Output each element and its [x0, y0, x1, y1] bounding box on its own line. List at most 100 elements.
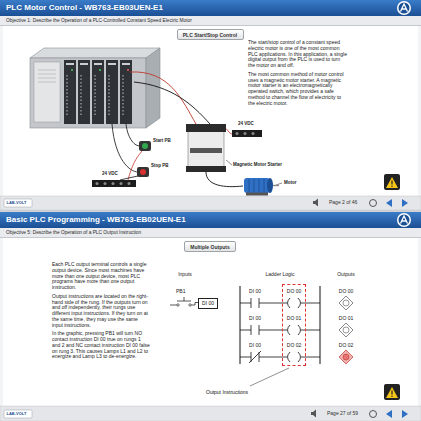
wiring — [130, 72, 196, 124]
push-buttons — [139, 141, 151, 151]
box-text: Objective 1: Describe the Operation of a… — [0, 16, 421, 25]
logo-badge — [401, 216, 408, 224]
caution-icon — [391, 391, 392, 395]
plc-unit — [146, 48, 160, 128]
plc-unit — [67, 75, 123, 115]
electric-motor — [267, 178, 273, 193]
body-text: Output instructions are located on the r… — [52, 294, 150, 329]
panel-grounds — [0, 212, 421, 421]
footer-bar — [313, 199, 318, 207]
motor-starter — [186, 124, 226, 172]
page-counter: Page 2 of 46 — [329, 200, 357, 206]
coil-label: DO 00 — [287, 289, 301, 295]
footer-bar — [4, 410, 32, 418]
plc-unit — [30, 58, 146, 128]
terminal-strip — [104, 182, 107, 185]
footer-bar — [0, 196, 421, 210]
electric-motor — [244, 178, 270, 193]
push-buttons — [137, 141, 151, 177]
output-lamp — [339, 323, 353, 337]
plc-unit — [106, 60, 118, 124]
footer-bar — [386, 410, 392, 418]
terminal-strip — [236, 132, 239, 135]
header-band — [0, 0, 421, 228]
plc-unit — [99, 69, 101, 71]
box-text: Multiple Outputs — [190, 244, 230, 250]
tab-button: PLC Start/Stop Control — [177, 29, 244, 40]
plc-unit — [34, 62, 60, 122]
body-text: Each PLC output terminal controls a sing… — [52, 262, 150, 291]
push-buttons — [140, 169, 146, 175]
box-text: PLC Motor Control - WB763-EB03UEN-E1 — [0, 0, 388, 16]
footer-bar — [0, 406, 421, 421]
coil-label: DO 02 — [287, 343, 301, 349]
footer-bar — [402, 410, 408, 418]
caution-icon — [386, 177, 398, 188]
part-label: Magnetic Motor Starter — [233, 162, 282, 167]
plc-unit — [38, 70, 56, 82]
ladder-diagram — [240, 298, 320, 308]
plc-unit — [92, 60, 104, 124]
ladder-diagram — [170, 286, 320, 386]
ladder-diagram — [240, 325, 320, 335]
wiring — [126, 124, 140, 146]
output-lamp — [343, 354, 349, 360]
box-text: PLC Start/Stop Control — [183, 32, 238, 38]
part-label: Motor — [284, 180, 297, 185]
logo-badge — [399, 3, 410, 14]
terminal-strip — [252, 132, 255, 135]
logo-badge — [397, 213, 411, 227]
contact-label: DI 00 — [249, 343, 261, 349]
electric-motor — [244, 178, 279, 196]
footer-bar — [311, 410, 316, 418]
terminal-strip — [112, 182, 115, 185]
output-lamp — [339, 350, 353, 364]
column-heading: Outputs — [337, 272, 355, 278]
ladder-diagram — [170, 303, 198, 306]
lamp-label: DO 00 — [339, 289, 353, 295]
footer-bar — [402, 199, 408, 207]
page-counter: Page 27 of 59 — [327, 411, 358, 417]
wiring — [276, 183, 282, 185]
wiring — [226, 160, 232, 165]
plc-unit — [78, 60, 90, 124]
motor-starter — [188, 130, 224, 170]
header-band — [0, 0, 421, 16]
panel-grounds — [0, 0, 421, 210]
wiring — [120, 176, 138, 180]
header-band — [0, 212, 421, 228]
plc-unit — [30, 48, 160, 128]
logo-badge — [401, 4, 408, 12]
box-text: Basic PLC Programming - WB763-EB02UEN-E1 — [0, 212, 388, 228]
footer-bar — [370, 200, 377, 207]
objective-bar: Objective 1: Describe the Operation of a… — [0, 16, 421, 26]
body-text: In the graphic, pressing PB1 will turn N… — [52, 331, 150, 360]
caution-icon — [386, 387, 398, 398]
plc-unit — [120, 60, 132, 124]
footer-bar — [370, 411, 377, 418]
wiring — [206, 172, 243, 187]
ladder-diagram — [240, 351, 320, 363]
output-lamp — [339, 296, 353, 310]
input-label: PB1 — [176, 289, 185, 295]
objective-bar: Objective 5: Describe the Operation of a… — [0, 228, 421, 238]
brand-logo: LAB-VOLT — [7, 412, 27, 417]
body-text: The most common method of motor control … — [248, 72, 348, 107]
header-band: PLC Motor Control - WB763-EB03UEN-E1 — [0, 0, 388, 16]
wiring — [134, 82, 210, 124]
panel-grounds — [3, 26, 418, 196]
motor-starter — [186, 166, 226, 172]
plc-unit — [64, 60, 76, 124]
plc-unit — [30, 48, 160, 58]
header-band: Basic PLC Programming - WB763-EB02UEN-E1 — [0, 212, 388, 228]
lamp-label: DO 01 — [339, 316, 353, 322]
terminal-strip — [128, 182, 131, 185]
panel-grounds — [3, 238, 418, 406]
contact-label: DI 00 — [249, 289, 261, 295]
motor-starter — [186, 124, 226, 132]
caution-icon — [384, 384, 400, 400]
output-lamp — [339, 296, 353, 364]
voltage-label: 24 VDC — [238, 121, 254, 126]
coil-label: DO 01 — [287, 316, 301, 322]
ladder-diagram — [177, 304, 179, 306]
